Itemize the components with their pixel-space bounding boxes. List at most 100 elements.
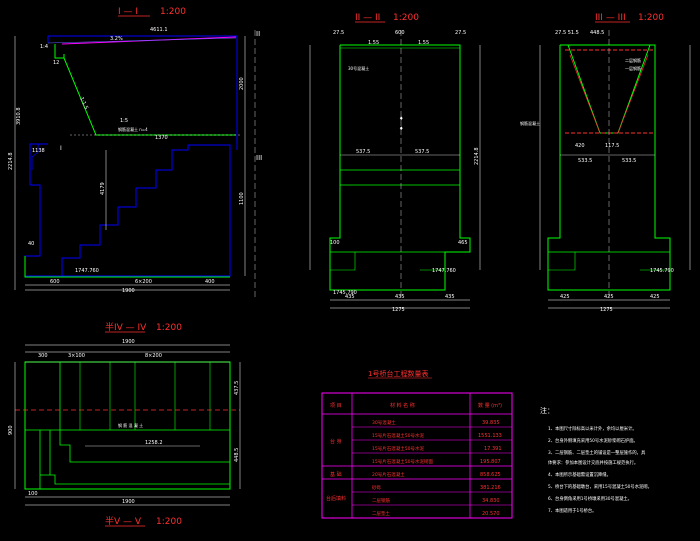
section-3: III — III 1:200 448.5 27.5 51.5 二层钢筋 一层钢… (520, 13, 691, 313)
plan4-title: 半IV — IV (105, 321, 147, 333)
section-1: I — I 1:200 II III I 1:4 3.2% 1:1.5 4611… (8, 7, 262, 300)
s1-dim-slope-pct: 3.2% (110, 36, 123, 42)
s1-dim-topleft: 1:4 (40, 44, 48, 50)
plan5-title: 半V — V (105, 515, 142, 527)
note-item: 6、台身倒角采用1号桥墩采用30号混凝土。 (548, 495, 632, 502)
s2-465: 465 (458, 240, 468, 246)
note-item: 2、台身外侧填充采用50号水泥砂浆砌石护面。 (548, 437, 638, 444)
quantity-table: 1号桥台工程数量表 项 目 材 料 名 称 数 量 (m³) 台 身 30号混凝… (321, 369, 513, 519)
plan-100: 100 (28, 491, 38, 497)
s1-dim-3910: 3910.8 (16, 108, 22, 126)
s1-dim-2000: 2000 (239, 77, 245, 90)
s1-dim-1138: 1138 (32, 148, 45, 154)
s1-dim-15: 1:5 (120, 118, 128, 124)
plan-8x200: 8×200 (145, 353, 162, 359)
s3-top: 448.5 (590, 30, 604, 36)
sec2-title: II — II (355, 13, 380, 23)
s1-ribbed: 钢筋混凝土 n=4 (118, 126, 148, 132)
table-header-qty: 数 量 (m³) (478, 402, 502, 409)
svg-text:♦: ♦ (399, 126, 403, 132)
notes: 注： 1、本图尺寸除标高以米计外，余均以厘米计。 2、台身外侧填充采用50号水泥… (540, 406, 652, 514)
s2-elev2: 1745.790 (333, 290, 357, 296)
plan-1900b: 1900 (122, 499, 135, 505)
s1-dim-chain: 4611.1 (150, 27, 168, 33)
table-cell: 20号片石混凝土 (372, 471, 405, 478)
s3-2755: 27.5 51.5 (555, 30, 579, 36)
sec1-title: I — I (118, 7, 138, 17)
table-header-material: 材 料 名 称 (390, 402, 415, 409)
s1-dim-4179: 4179 (100, 182, 106, 195)
s2-435b: 435 (395, 294, 405, 300)
note-item: 4、本图所示基础需设置沉降缝。 (548, 471, 611, 478)
s1-dim-1100: 1100 (239, 192, 245, 205)
table-cell: 858.625 (480, 472, 501, 478)
s1-elev: 1747.760 (75, 268, 99, 274)
plan-label: 钢 筋 混 凝 土 (118, 422, 143, 428)
table-cell: 195.807 (480, 459, 501, 465)
s3-note3: 钢筋混凝土 (520, 120, 540, 126)
note-item: 体要求：参加本图设计交底并按施工规范执行。 (548, 459, 638, 466)
s2-top1: 27.5 (333, 30, 344, 36)
s2-elev1: 1747.760 (432, 268, 456, 274)
plan-1900: 1900 (122, 339, 135, 345)
table-group-fill: 台后填料 (326, 495, 346, 502)
svg-text:III: III (256, 154, 262, 162)
plan-1258: 1258.2 (145, 440, 163, 446)
note-item: 7、本图适用于1号桥台。 (548, 507, 596, 514)
sec3-scale: 1:200 (638, 13, 664, 23)
table-group-foundation: 基 础 (330, 471, 342, 478)
s2-label: 30号混凝土 (348, 65, 369, 71)
s3-425c: 425 (650, 294, 660, 300)
s2-435a: 435 (345, 294, 355, 300)
table-cell: 17.391 (484, 446, 502, 452)
s1-dim-600: 600 (50, 279, 60, 285)
s2-top2: 600 (395, 30, 405, 36)
notes-title: 注： (540, 406, 554, 415)
note-item: 5、桥台下的基础墩台，采用15号混凝土50号水泥砌。 (548, 483, 652, 490)
s1-dim-height: 2214.8 (8, 153, 14, 171)
s1-dim-12: 12 (53, 60, 59, 66)
table-title: 1号桥台工程数量表 (368, 369, 428, 378)
table-cell: 20.570 (482, 511, 500, 517)
s3-420: 420 (575, 143, 585, 149)
table-header-item: 项 目 (330, 403, 342, 409)
note-item: 3、二层钢筋、二层垫土的铺设是一整层施作的，具 (548, 449, 646, 456)
table-cell: 1551.133 (478, 433, 502, 439)
table-cell: 砂砾 (372, 484, 381, 491)
note-item: 1、本图尺寸除标高以米计外，余均以厘米计。 (548, 425, 637, 432)
s3-425a: 425 (560, 294, 570, 300)
plan-300: 300 (38, 353, 48, 359)
svg-text:I: I (60, 145, 62, 152)
sec1-scale: 1:200 (160, 7, 186, 17)
table-cell: 15号片石混凝土50号水泥 (372, 445, 424, 452)
plan-3x100: 3×100 (68, 353, 85, 359)
s3-note2: 一层钢筋 (625, 65, 641, 71)
svg-text:♦: ♦ (399, 116, 403, 122)
s1-dim-n100: 6×200 (135, 279, 152, 285)
plan-900: 900 (8, 425, 14, 435)
table-cell: 39.835 (482, 420, 500, 426)
s3-5335b: 533.5 (622, 158, 636, 164)
s3-5335a: 533.5 (578, 158, 592, 164)
table-cell: 30号混凝土 (372, 419, 396, 426)
svg-text:II: II (256, 30, 260, 38)
s2-top3: 27.5 (455, 30, 466, 36)
s3-1175: 117.5 (605, 143, 619, 149)
s1-dim-400: 400 (205, 279, 215, 285)
s2-5375a: 537.5 (356, 149, 370, 155)
sec3-title: III — III (595, 13, 626, 23)
s2-2214: 2214.8 (474, 148, 480, 166)
table-group-body: 台 身 (330, 438, 342, 445)
s1-dim-slope: 1:1.5 (78, 96, 89, 110)
table-cell: 381.216 (480, 485, 501, 491)
s2-155b: 1.55 (418, 40, 429, 46)
s2-100: 100 (330, 240, 340, 246)
table-cell: 二层垫土 (372, 510, 390, 517)
table-cell: 34.830 (482, 498, 500, 504)
s1-dim-total: 1900 (122, 288, 135, 294)
plan-437: 437.5 (234, 381, 240, 395)
s2-1275: 1275 (392, 307, 405, 313)
sec2-scale: 1:200 (393, 13, 419, 23)
plan-448: 448.5 (234, 448, 240, 462)
